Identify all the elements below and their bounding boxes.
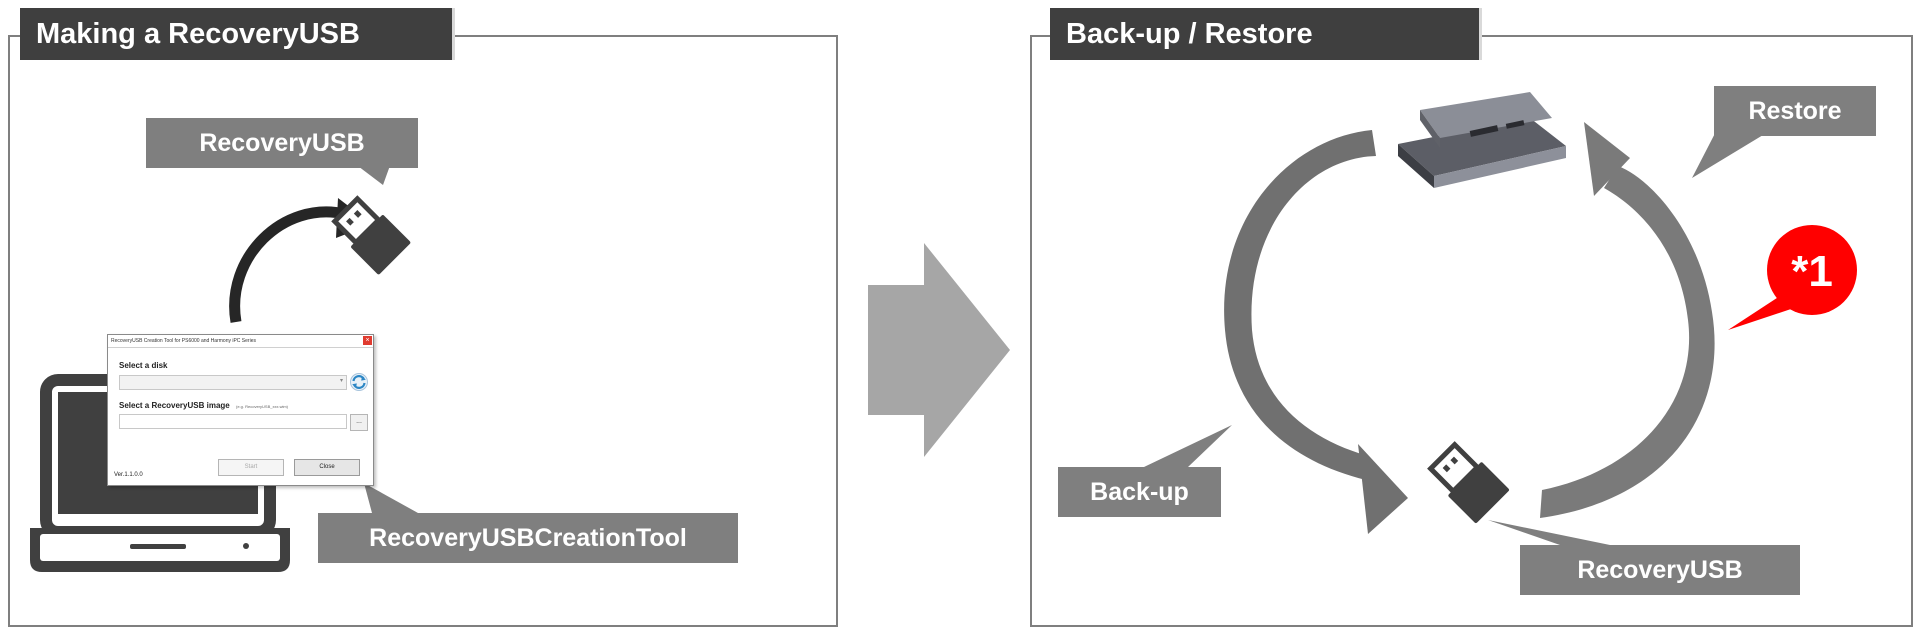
usb-stick-icon [331, 195, 411, 275]
recovery-usb-callout-right: RecoveryUSB [1520, 545, 1800, 595]
close-icon[interactable]: × [363, 336, 372, 345]
note-badge-text: *1 [1791, 247, 1833, 296]
dialog-titlebar: RecoveryUSB Creation Tool for PS6000 and… [108, 335, 373, 348]
tool-callout-tail [364, 483, 418, 513]
note-badge: *1 [1728, 225, 1857, 330]
image-path-field[interactable] [119, 414, 347, 429]
creation-tool-callout: RecoveryUSBCreationTool [318, 513, 738, 563]
disk-select[interactable]: ▾ [119, 375, 347, 390]
backup-callout: Back-up [1058, 467, 1221, 517]
restore-callout: Restore [1714, 86, 1876, 136]
recovery-usb-callout-left: RecoveryUSB [146, 118, 418, 168]
refresh-icon [350, 373, 368, 391]
left-panel-title: Making a RecoveryUSB [20, 8, 455, 60]
image-hint: (e.g. RecoveryUSB_xxx.wim) [236, 404, 289, 409]
close-button[interactable]: Close [294, 459, 360, 476]
industrial-pc-icon [1398, 92, 1566, 188]
flow-arrow [868, 243, 1010, 457]
backup-arrow [1224, 130, 1408, 534]
usb-stick-icon-right [1427, 441, 1509, 523]
usb-callout-tail-right [1488, 520, 1610, 545]
select-image-label: Select a RecoveryUSB image [119, 401, 230, 410]
version-label: Ver.1.1.0.0 [114, 472, 143, 478]
browse-button[interactable]: ... [350, 414, 368, 431]
right-panel-title: Back-up / Restore [1050, 8, 1482, 60]
chevron-down-icon: ▾ [339, 378, 343, 384]
creation-tool-dialog: RecoveryUSB Creation Tool for PS6000 and… [107, 334, 374, 486]
select-disk-label: Select a disk [119, 361, 168, 370]
refresh-button[interactable] [349, 372, 369, 392]
start-button[interactable]: Start [218, 459, 284, 476]
backup-callout-tail [1144, 425, 1232, 467]
restore-arrow [1540, 122, 1715, 518]
